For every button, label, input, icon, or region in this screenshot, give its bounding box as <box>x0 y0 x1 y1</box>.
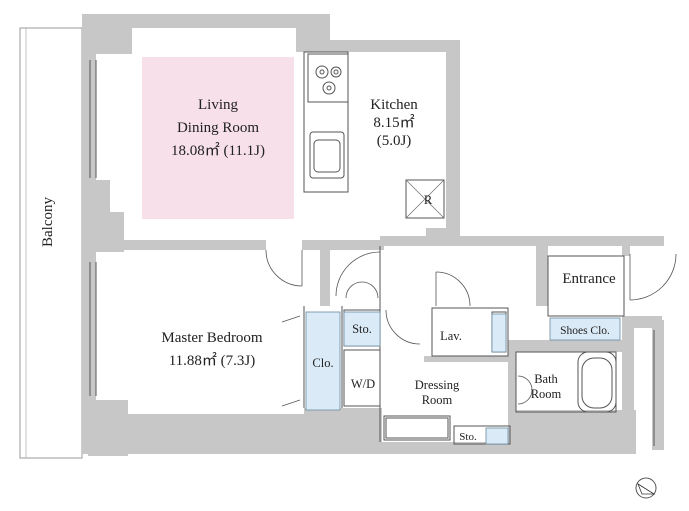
shoes-label: Shoes <box>560 325 588 337</box>
dressing-room-label-line1: Dressing <box>415 378 460 392</box>
kitchen-area: 8.15㎡ <box>373 114 414 131</box>
refrigerator-label: R <box>424 193 433 207</box>
shoes-clo-label: Clo. <box>590 325 610 337</box>
balcony-label: Balcony <box>40 197 56 247</box>
storage-label: Sto. <box>352 322 372 336</box>
north-arrow-icon <box>635 477 657 499</box>
master-bedroom-label: Master Bedroom <box>161 330 263 346</box>
closet-label: Clo. <box>312 356 333 370</box>
living-label-line1: Living <box>198 97 238 113</box>
kitchen-label: Kitchen <box>370 97 418 113</box>
dressing-room-label-line2: Room <box>422 393 453 407</box>
bath-room-label-line2: Room <box>531 387 562 401</box>
living-label-line2: Dining Room <box>177 120 259 136</box>
door-swings <box>265 249 677 407</box>
refrigerator-icon <box>405 179 445 219</box>
washer-dryer-label: W/D <box>351 377 375 391</box>
living-room-highlight <box>142 57 294 219</box>
entrance-label: Entrance <box>562 271 616 287</box>
bath-room-label-line1: Bath <box>534 372 558 386</box>
storage2-label: Sto. <box>459 431 477 443</box>
kitchen-tatami: (5.0J) <box>377 133 412 149</box>
lavatory-label: Lav. <box>440 329 462 343</box>
stove-icon <box>315 65 342 95</box>
storage-areas <box>305 311 621 445</box>
living-area: 18.08㎡ (11.1J) <box>171 142 265 159</box>
master-bedroom-area: 11.88㎡ (7.3J) <box>169 352 256 369</box>
shoes-closet-label: Shoes Clo. <box>560 325 610 337</box>
walls <box>82 14 664 456</box>
balcony <box>19 27 83 459</box>
